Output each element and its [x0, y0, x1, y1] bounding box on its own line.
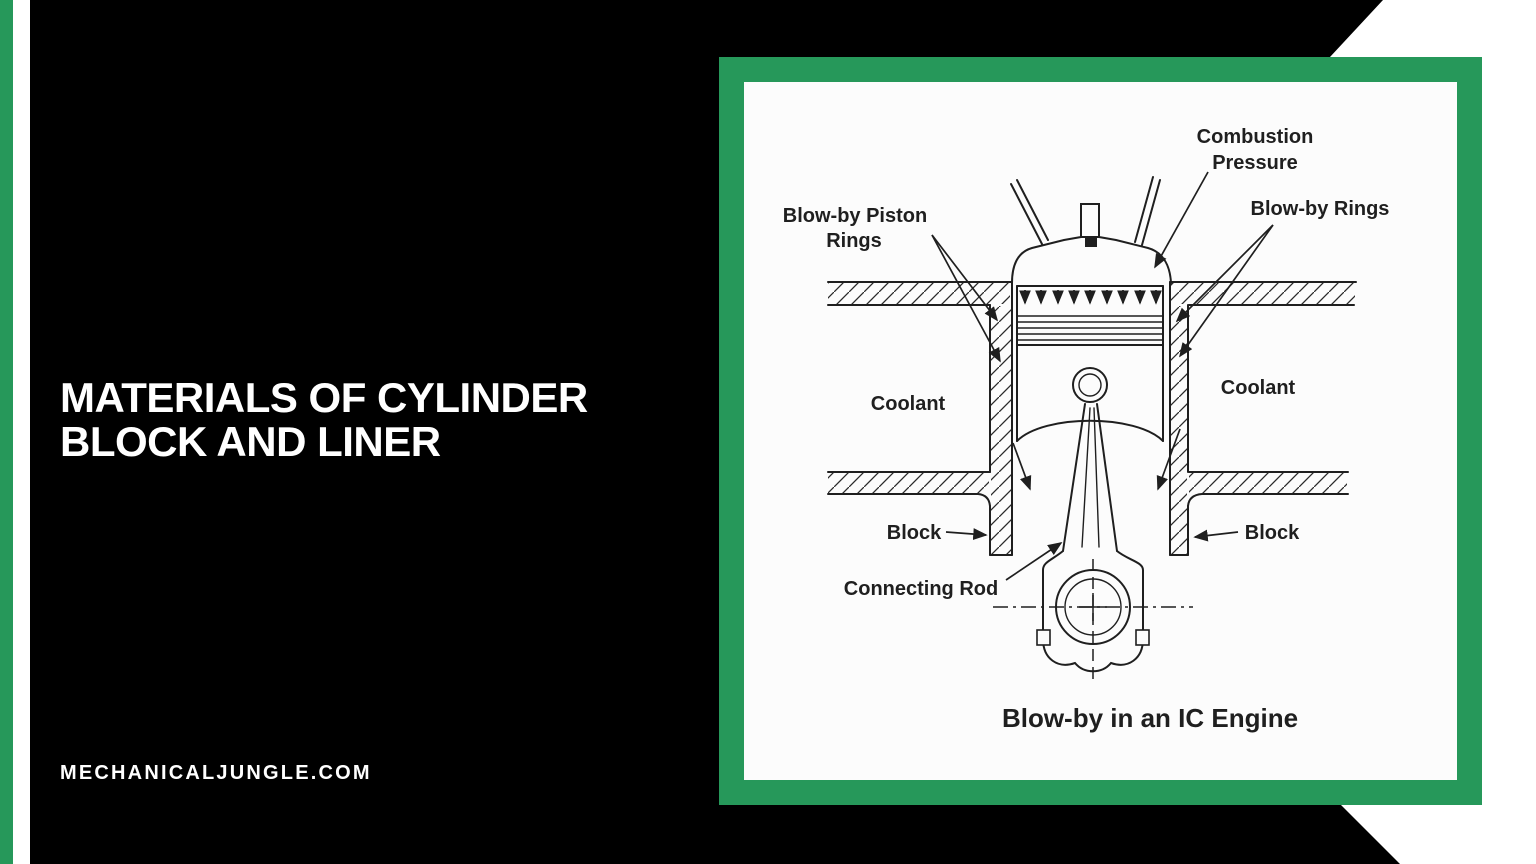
figure-caption: Blow-by in an IC Engine	[1002, 703, 1298, 733]
label-blowby-rings: Blow-by Rings	[1251, 198, 1390, 220]
figure-canvas: Combustion Pressure Blow-by Piston Rings…	[744, 82, 1457, 780]
rod-bolt-right	[1135, 629, 1150, 646]
pressure-arrows	[1019, 290, 1162, 305]
label-blowby-piston-2: Rings	[826, 230, 882, 252]
blowby-piston-arrow-2	[931, 234, 1001, 363]
cylinder-wall-left	[989, 281, 1013, 556]
piston-skirt-arch	[1016, 419, 1164, 442]
connecting-rod-part	[993, 403, 1193, 680]
valve-stem-right	[1141, 179, 1161, 246]
blowby-rings-arrow-2	[1179, 224, 1274, 358]
leader-arrows	[931, 171, 1274, 581]
rod-bolt-left	[1036, 629, 1051, 646]
label-blowby-piston-1: Blow-by Piston	[783, 205, 927, 227]
piston-rings	[1016, 315, 1164, 346]
website-name: MECHANICALJUNGLE.COM	[60, 762, 372, 784]
blowby-escape-left	[1012, 442, 1032, 491]
combustion-pressure-arrow	[1154, 171, 1209, 269]
spark-plug-tip	[1085, 237, 1097, 247]
block-left-arrow	[945, 528, 988, 540]
label-block-left: Block	[887, 522, 942, 544]
page-title: MATERIALS OF CYLINDER BLOCK AND LINER	[60, 376, 588, 464]
cylinder-wall-right	[1169, 281, 1189, 556]
label-combustion-1: Combustion	[1197, 126, 1314, 148]
piston	[1016, 285, 1164, 442]
label-coolant-right: Coolant	[1221, 377, 1296, 399]
blowby-piston-arrow-1	[931, 234, 999, 322]
label-coolant-left: Coolant	[871, 393, 946, 415]
centerlines	[993, 559, 1193, 680]
block-right-arrow	[1193, 529, 1239, 542]
left-green-bar	[0, 0, 13, 864]
blowby-escape-right	[1156, 428, 1181, 491]
block-deck-upper	[827, 281, 1357, 306]
label-connecting-rod: Connecting Rod	[844, 578, 998, 600]
spark-plug	[1080, 203, 1100, 238]
label-combustion-2: Pressure	[1212, 152, 1298, 174]
diagram-labels: Combustion Pressure Blow-by Piston Rings…	[783, 126, 1390, 733]
blowby-rings-arrow-1	[1175, 224, 1274, 323]
left-white-bar	[13, 0, 30, 864]
engine-blowby-diagram: Combustion Pressure Blow-by Piston Rings…	[783, 126, 1390, 733]
connecting-rod-arrow	[1005, 542, 1063, 581]
block-deck-lower	[827, 471, 1349, 507]
title-line2: BLOCK AND LINER	[60, 418, 441, 465]
figure-frame: Combustion Pressure Blow-by Piston Rings…	[719, 57, 1482, 805]
label-block-right: Block	[1245, 522, 1300, 544]
wrist-pin	[1072, 367, 1108, 403]
valve-stem-left	[1016, 179, 1049, 241]
combustion-chamber	[1010, 176, 1172, 284]
title-line1: MATERIALS OF CYLINDER	[60, 374, 588, 421]
